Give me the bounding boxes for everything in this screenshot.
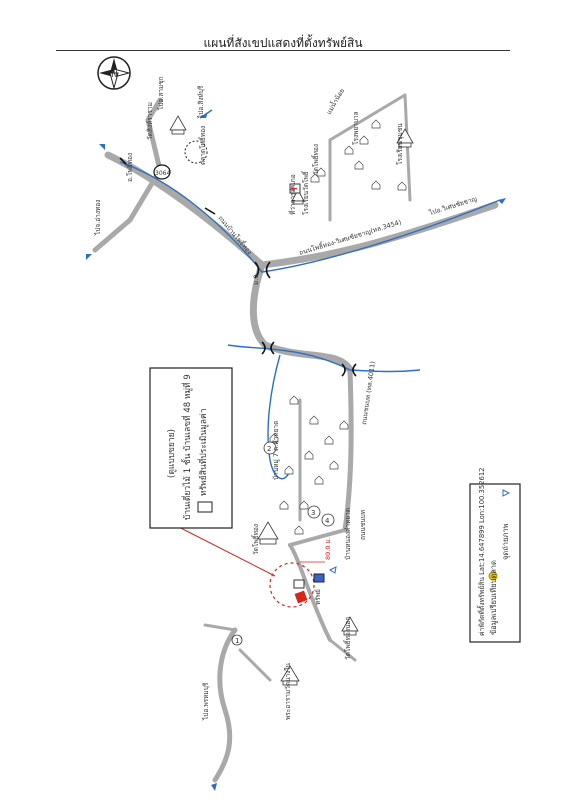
label-hospital: โรงพยาบาล: [352, 111, 360, 145]
label-market: ตลาดโพธิ์ทอง: [198, 126, 207, 165]
label-school-label: โรงเรียนชุมชน: [396, 123, 404, 165]
label-wat-top: วัดสิงห์ราราม: [146, 102, 154, 140]
market-marker-icon: [184, 140, 208, 164]
label-wat-pho: วัดโพธิ์ทอง: [311, 144, 320, 175]
label-road-a: บ้านหมู่ 7 ต.คำหยาด: [272, 421, 280, 480]
legend-box: ทรัพย์สินที่ประเมินมูลค่า บ้านเดี่ยวไม้ …: [149, 367, 233, 529]
info-photo-point: จุดถ่ายภาพ: [501, 523, 510, 560]
label-wat-right: วัดโพธิ์ทองนอก: [343, 617, 352, 660]
label-to-sikao: ไปอ.สิงห์บุรี: [197, 85, 205, 119]
info-landmark: ข้อมูลเปรียบเทียบตลาด: [489, 560, 498, 635]
label-school: โรงเรียนวัดโพธิ์: [301, 170, 310, 215]
marker-4: 4: [325, 517, 330, 525]
temple-icons: [169, 115, 414, 686]
label-subject: ทรัพย์: [314, 589, 322, 605]
legend-swatch-icon: [197, 501, 213, 513]
highway-shield-icon: 3064: [153, 164, 171, 180]
label-distance: 80.0 ม.: [324, 537, 332, 560]
legend-line1: ทรัพย์สินที่ประเมินมูลค่า: [197, 409, 209, 496]
label-moo9: ม.9: [252, 275, 260, 286]
label-road-b: บ้านหนองคำหยาด: [344, 508, 352, 560]
highway-shield-label: 3064: [155, 170, 170, 177]
info-box: จุดถ่ายภาพ ข้อมูลเปรียบเทียบตลาด ค่าพิกั…: [469, 468, 521, 643]
label-phothong: อ.โพธิ์ทอง: [125, 153, 134, 182]
numbered-markers: [231, 441, 335, 646]
marker-3: 3: [311, 509, 315, 517]
legend-line2: บ้านเดี่ยวไม้ 1 ชั้น บ้านเลขที่ 48 หมู่ท…: [181, 374, 193, 520]
label-to-pathum: ไปอ.พรหมบุรี: [202, 682, 210, 721]
photo-legend-icon: [502, 489, 511, 497]
info-coordinates: ค่าพิกัดที่ตั้งทรัพย์สิน Lat:14.647899 L…: [476, 468, 486, 636]
bridge-icons: [119, 157, 357, 377]
label-wat-bottom: พระอารามวัดนางใน: [284, 662, 292, 720]
label-canal: แม่น้ำน้อย: [324, 86, 346, 116]
compass-n-label: N: [111, 70, 118, 80]
label-to-angthong: ไปจ.อ่างทอง: [94, 200, 102, 236]
compass-icon: N: [97, 56, 131, 90]
marker-1: 1: [235, 637, 239, 645]
callout-line: [164, 519, 276, 577]
photo-point-icon: [328, 566, 337, 574]
label-rural-road: ถนนชนบท: [359, 510, 367, 540]
title-rule: [56, 50, 510, 51]
office-icon: [289, 183, 301, 194]
house-icons: [269, 119, 407, 535]
direction-arrow-icons: [86, 112, 506, 791]
marker-2: 2: [267, 445, 271, 453]
label-wat-left: วัดโพธิ์ทอง: [251, 524, 260, 555]
label-to-samchuk: ไปอ.สามชุก: [157, 76, 165, 111]
landmark-legend-icon: [488, 571, 498, 581]
map-title: แผนที่สังเขปแสดงที่ตั้งทรัพย์สิน: [203, 36, 363, 50]
label-district-office: ที่ว่าการอำเภอ: [288, 174, 297, 215]
legend-line3: (ดูแบบขยาย): [167, 429, 177, 478]
subject-property-marker: [269, 562, 325, 608]
